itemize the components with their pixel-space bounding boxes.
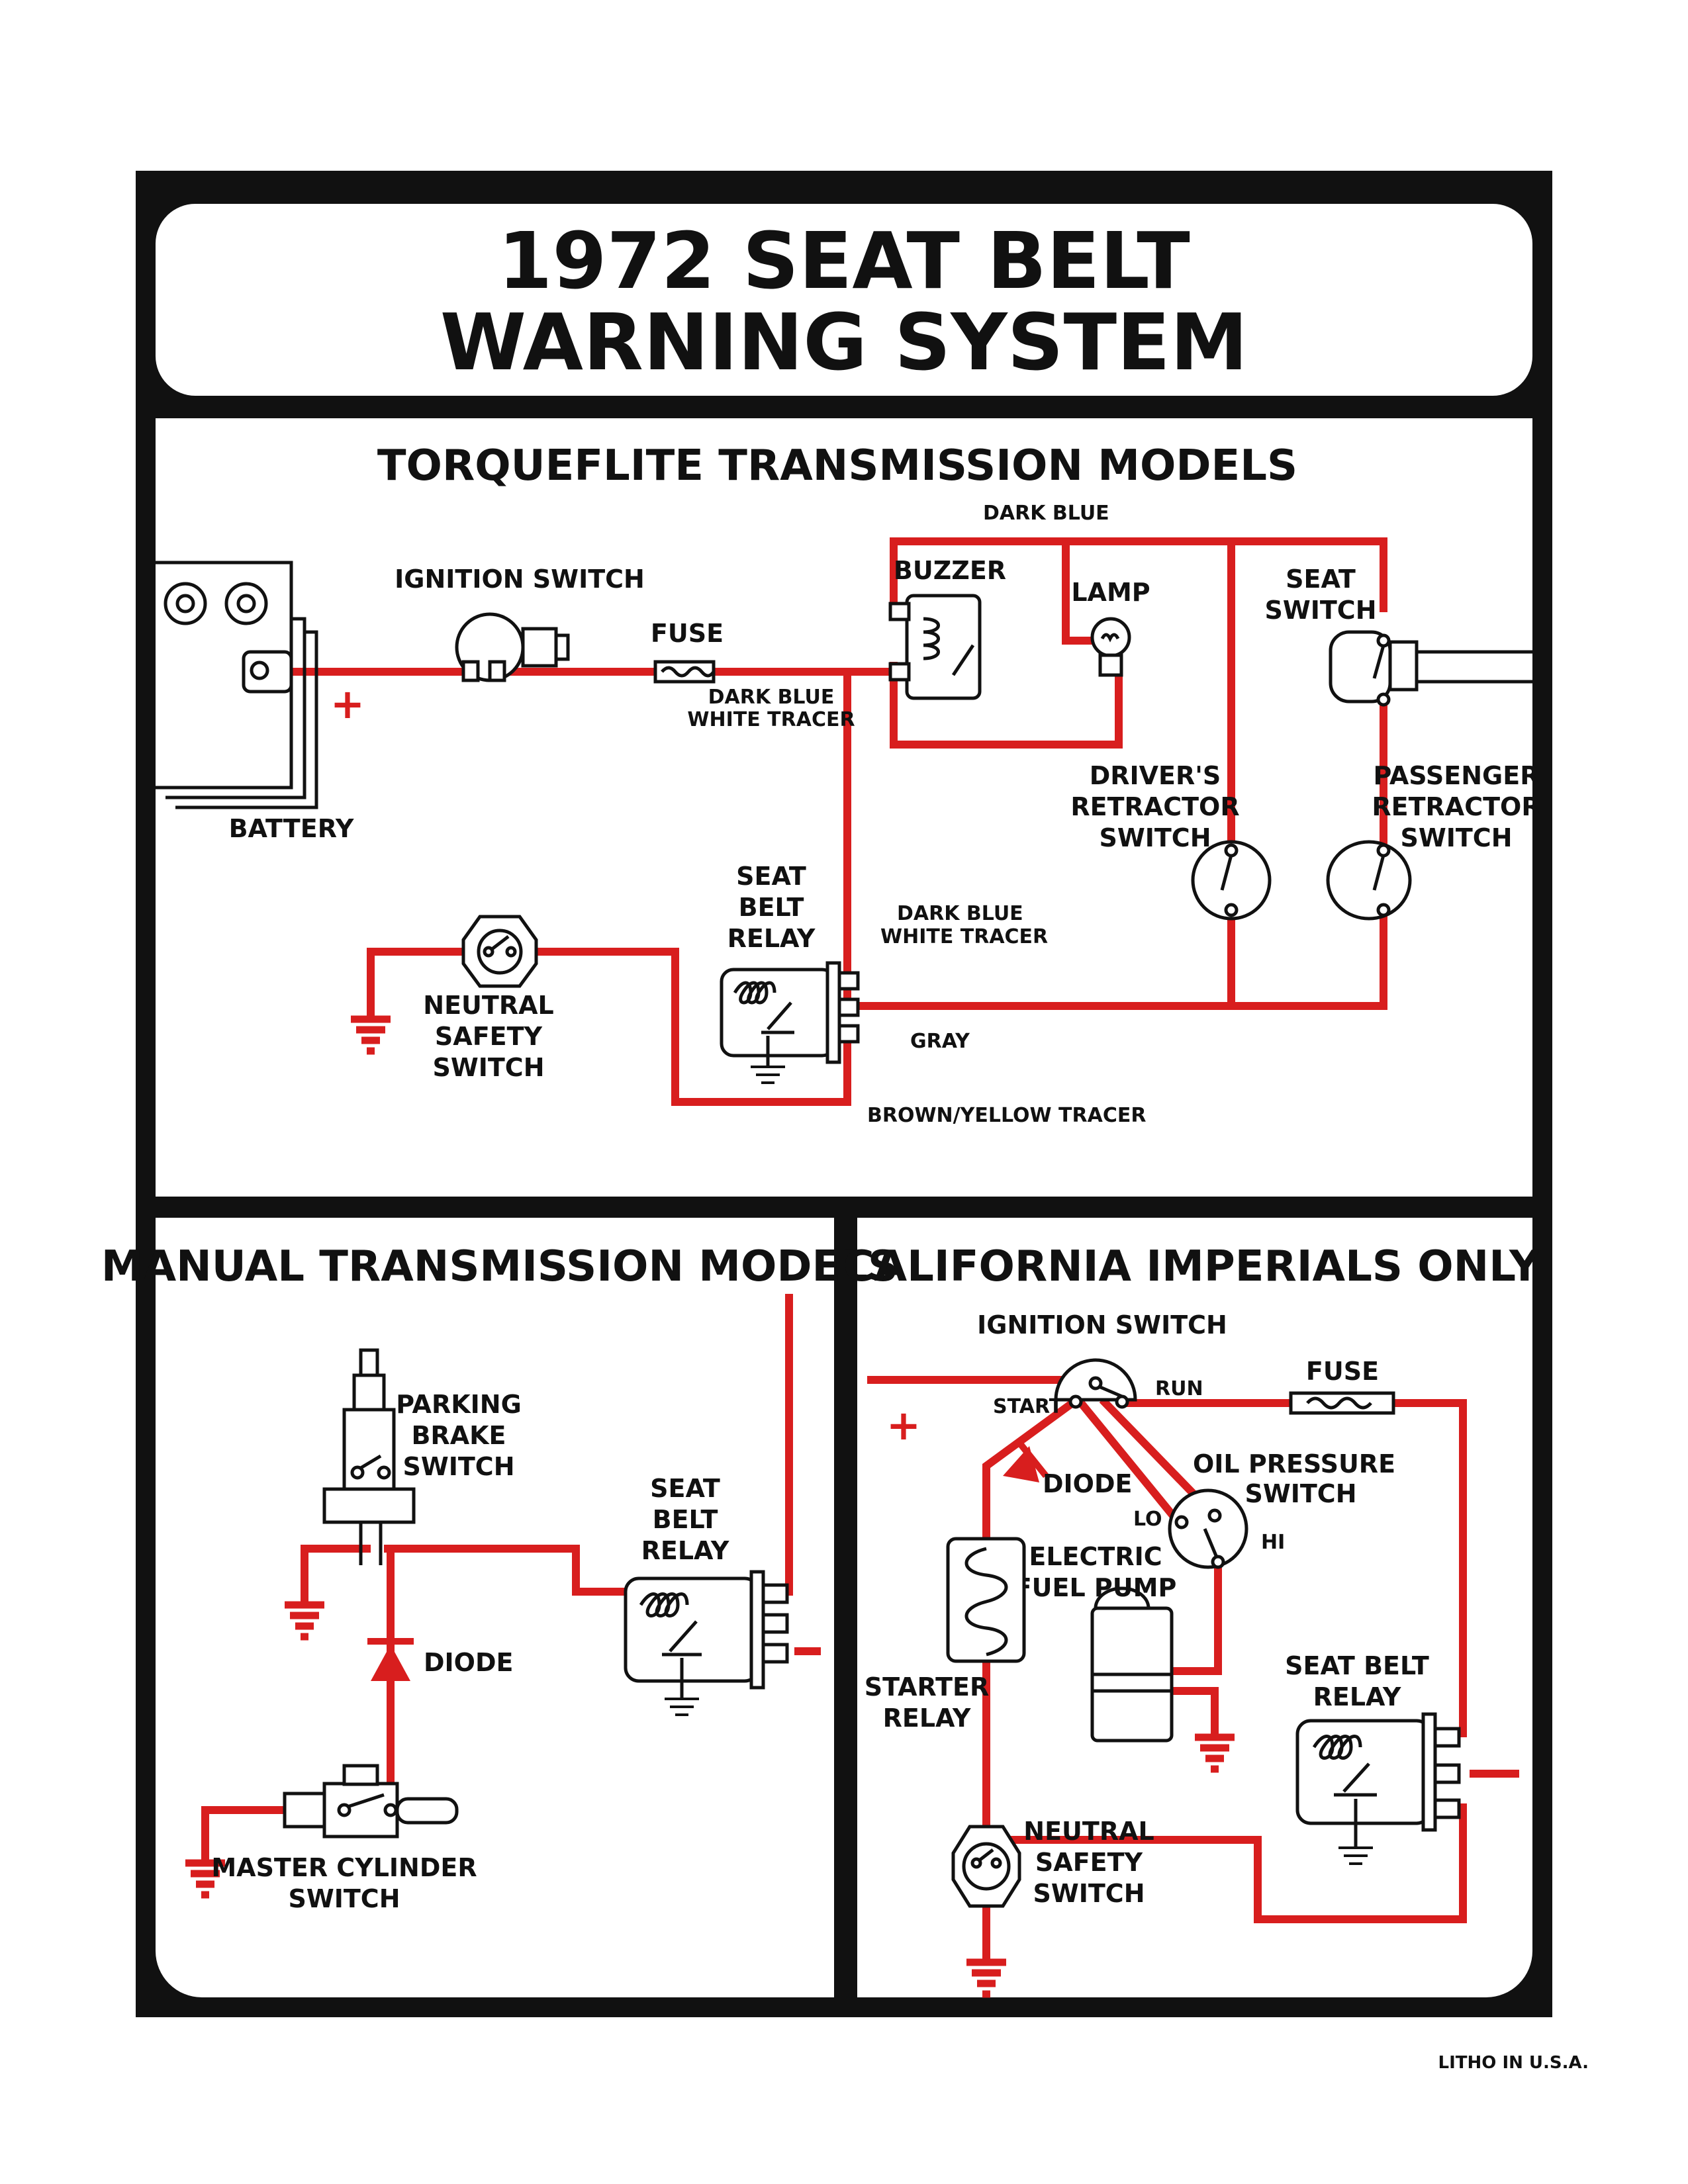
- california-panel: CALIFORNIA IMPERIALS ONLY + IGNITION SWI…: [843, 1242, 1540, 1994]
- neutral-safety-label-2: SAFETY: [435, 1022, 543, 1051]
- fuse: [653, 660, 716, 684]
- california-neutral-safety-switch: [951, 1825, 1021, 1908]
- oil-pressure-label-2: SWITCH: [1244, 1479, 1356, 1508]
- starter-relay: [946, 1537, 1026, 1663]
- wire-label-brown-yellow: BROWN/YELLOW TRACER: [867, 1104, 1146, 1127]
- wire-label-dark-blue: DARK BLUE: [983, 502, 1109, 525]
- california-diode-label: DIODE: [1043, 1469, 1133, 1498]
- seat-belt-relay: [720, 961, 860, 1084]
- passenger-retractor-label-3: SWITCH: [1400, 823, 1512, 852]
- wire-label-dbwt-2a: DARK BLUE: [897, 902, 1023, 925]
- manual-relay-label-2: BELT: [653, 1505, 718, 1534]
- run-label: RUN: [1155, 1377, 1203, 1400]
- starter-relay-label-1: STARTER: [865, 1672, 989, 1702]
- ignition-switch-label: IGNITION SWITCH: [395, 565, 645, 594]
- buzzer: [888, 594, 982, 700]
- california-fuse-label: FUSE: [1306, 1357, 1379, 1386]
- wire-label-dbwt-2b: WHITE TRACER: [880, 925, 1048, 948]
- drivers-retractor-label-2: RETRACTOR: [1070, 792, 1239, 821]
- california-wires: [867, 1376, 1519, 1959]
- title-line-1: 1972 SEAT BELT: [498, 215, 1190, 306]
- drivers-retractor-label-3: SWITCH: [1099, 823, 1211, 852]
- passenger-retractor-label-1: PASSENGER: [1374, 761, 1540, 790]
- passenger-retractor-label-2: RETRACTOR: [1372, 792, 1540, 821]
- plus-sign: +: [330, 680, 365, 728]
- fuse-label: FUSE: [651, 619, 724, 648]
- california-diode: [1003, 1440, 1049, 1482]
- lamp-label: LAMP: [1071, 578, 1150, 607]
- master-cylinder-label-2: SWITCH: [288, 1884, 400, 1913]
- california-plus-sign: +: [886, 1401, 921, 1449]
- california-heading: CALIFORNIA IMPERIALS ONLY: [843, 1242, 1540, 1291]
- oil-pressure-label-1: OIL PRESSURE: [1193, 1449, 1395, 1479]
- wire-label-dbwt-1a: DARK BLUE: [708, 686, 835, 709]
- california-neutral-label-2: SAFETY: [1035, 1848, 1143, 1877]
- neutral-safety-switch: [461, 915, 538, 988]
- california-relay-label-1: SEAT BELT: [1285, 1651, 1429, 1680]
- title-line-2: WARNING SYSTEM: [440, 296, 1248, 388]
- diode-label: DIODE: [424, 1648, 514, 1677]
- ignition-switch: [455, 612, 570, 682]
- electric-fuel-pump: [1090, 1586, 1174, 1743]
- seat-switch: [1329, 630, 1532, 707]
- relay-label-3: RELAY: [727, 924, 816, 953]
- litho-footer: LITHO IN U.S.A.: [1438, 2053, 1589, 2073]
- buzzer-label: BUZZER: [894, 556, 1006, 585]
- california-relay-label-2: RELAY: [1313, 1682, 1401, 1711]
- battery: [156, 561, 318, 809]
- parking-brake-label-3: SWITCH: [402, 1452, 514, 1481]
- california-seat-belt-relay: [1295, 1712, 1461, 1865]
- lamp: [1090, 617, 1131, 677]
- fuel-pump-label-1: ELECTRIC: [1029, 1542, 1162, 1571]
- california-neutral-label-1: NEUTRAL: [1023, 1817, 1154, 1846]
- master-cylinder-switch: [283, 1764, 459, 1839]
- diode: [367, 1638, 414, 1681]
- relay-label-2: BELT: [739, 893, 804, 922]
- battery-label: BATTERY: [229, 814, 354, 843]
- neutral-safety-label-3: SWITCH: [432, 1053, 544, 1082]
- manual-relay-label-3: RELAY: [641, 1536, 729, 1565]
- manual-seat-belt-relay: [624, 1570, 789, 1716]
- drivers-retractor-label-1: DRIVER'S: [1090, 761, 1221, 790]
- wire-label-dbwt-1b: WHITE TRACER: [687, 708, 855, 731]
- start-label: START: [993, 1395, 1063, 1418]
- torqueflite-wires: [291, 537, 1387, 1106]
- california-ignition-switch: [1054, 1358, 1137, 1409]
- seat-switch-label-1: SEAT: [1286, 565, 1356, 594]
- parking-brake-label-1: PARKING: [396, 1390, 522, 1419]
- oil-pressure-switch: [1168, 1488, 1248, 1569]
- manual-wires: [201, 1294, 821, 1860]
- manual-relay-label-1: SEAT: [650, 1474, 720, 1503]
- master-cylinder-label-1: MASTER CYLINDER: [211, 1853, 477, 1882]
- parking-brake-label-2: BRAKE: [411, 1421, 506, 1450]
- drivers-retractor-switch: [1191, 840, 1272, 921]
- hi-label: HI: [1261, 1531, 1285, 1554]
- relay-label-1: SEAT: [736, 862, 806, 891]
- wire-label-gray: GRAY: [910, 1030, 970, 1053]
- california-ignition-label: IGNITION SWITCH: [977, 1310, 1227, 1340]
- fuel-pump-label-2: FUEL PUMP: [1015, 1573, 1177, 1602]
- lo-label: LO: [1133, 1508, 1162, 1531]
- torqueflite-panel: TORQUEFLITE TRANSMISSION MODELS: [156, 441, 1541, 1127]
- california-neutral-label-3: SWITCH: [1033, 1879, 1145, 1908]
- manual-heading: MANUAL TRANSMISSION MODELS: [101, 1242, 898, 1291]
- passenger-retractor-switch: [1326, 840, 1412, 921]
- parking-brake-switch: [322, 1348, 416, 1565]
- neutral-safety-label-1: NEUTRAL: [423, 991, 553, 1020]
- manual-panel: MANUAL TRANSMISSION MODELS PARKING BRAKE…: [101, 1242, 898, 1913]
- california-fuse: [1289, 1391, 1395, 1415]
- torqueflite-heading: TORQUEFLITE TRANSMISSION MODELS: [377, 441, 1297, 490]
- starter-relay-label-2: RELAY: [883, 1704, 971, 1733]
- seat-switch-label-2: SWITCH: [1264, 596, 1376, 625]
